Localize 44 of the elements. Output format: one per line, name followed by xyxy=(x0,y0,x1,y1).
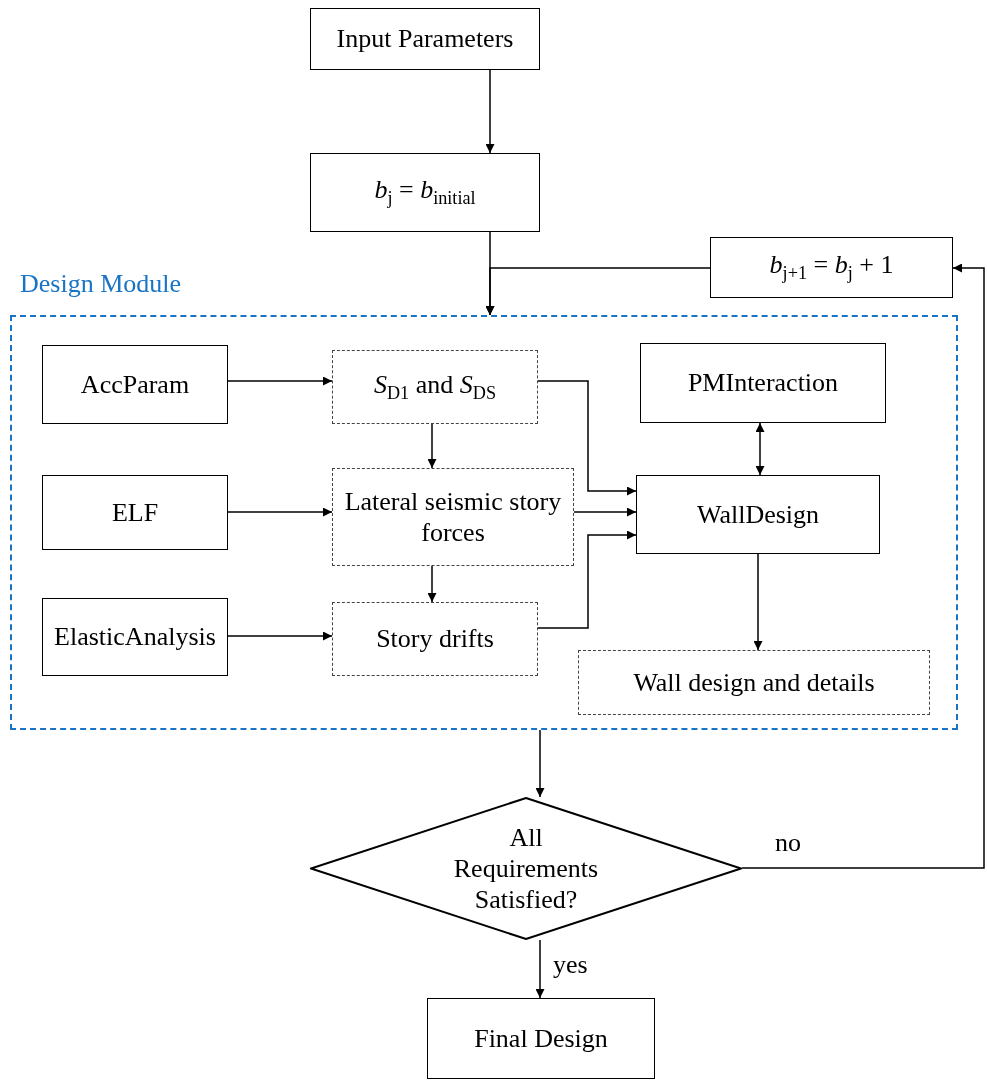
arrow xyxy=(755,422,765,476)
process-box xyxy=(710,237,953,298)
arrow xyxy=(227,376,333,386)
arrow xyxy=(427,565,437,603)
node-label: Wall design and details xyxy=(633,666,875,699)
output-box xyxy=(332,468,574,566)
process-box xyxy=(427,998,655,1079)
arrow xyxy=(537,380,637,496)
process-box xyxy=(42,475,228,550)
node-label: Input Parameters xyxy=(336,23,514,55)
process-box xyxy=(310,8,540,70)
module-title: Design Module xyxy=(20,269,182,299)
node-label: ElasticAnalysis xyxy=(54,621,216,653)
process-box xyxy=(42,345,228,424)
output-box xyxy=(332,350,538,424)
node-label: AccParam xyxy=(80,368,190,401)
process-box xyxy=(310,153,540,232)
node-label: Lateral seismic story forces xyxy=(343,485,563,549)
node-label: b$_{j}$ = b$_{initial}$ xyxy=(374,174,476,211)
arrow xyxy=(227,507,333,517)
arrow xyxy=(485,69,495,154)
node-label: WallDesign xyxy=(696,498,820,531)
arrow xyxy=(537,530,637,629)
arrow xyxy=(535,939,545,999)
process-box xyxy=(42,598,228,676)
node-label: b$_{j+1}$ = b$_{j}$ + 1 xyxy=(769,249,894,286)
output-box xyxy=(578,650,930,715)
node-label: S$_{D1}$ and S$_{DS}$ xyxy=(374,369,496,405)
decision-diamond xyxy=(310,797,742,940)
node-label: PMInteraction xyxy=(687,367,839,399)
arrow xyxy=(753,553,763,651)
node-label: All Requirements Satisfied? xyxy=(452,821,600,916)
node-label: Story drifts xyxy=(376,623,494,655)
arrow xyxy=(427,423,437,469)
process-box xyxy=(640,343,886,423)
arrow xyxy=(573,507,637,517)
process-box xyxy=(636,475,880,554)
node-label: ELF xyxy=(111,496,159,529)
arrow xyxy=(535,729,545,798)
output-box xyxy=(332,602,538,676)
arrow xyxy=(741,263,985,869)
node-label: Final Design xyxy=(474,1022,608,1055)
arrow xyxy=(485,267,711,316)
arrow xyxy=(227,631,333,641)
